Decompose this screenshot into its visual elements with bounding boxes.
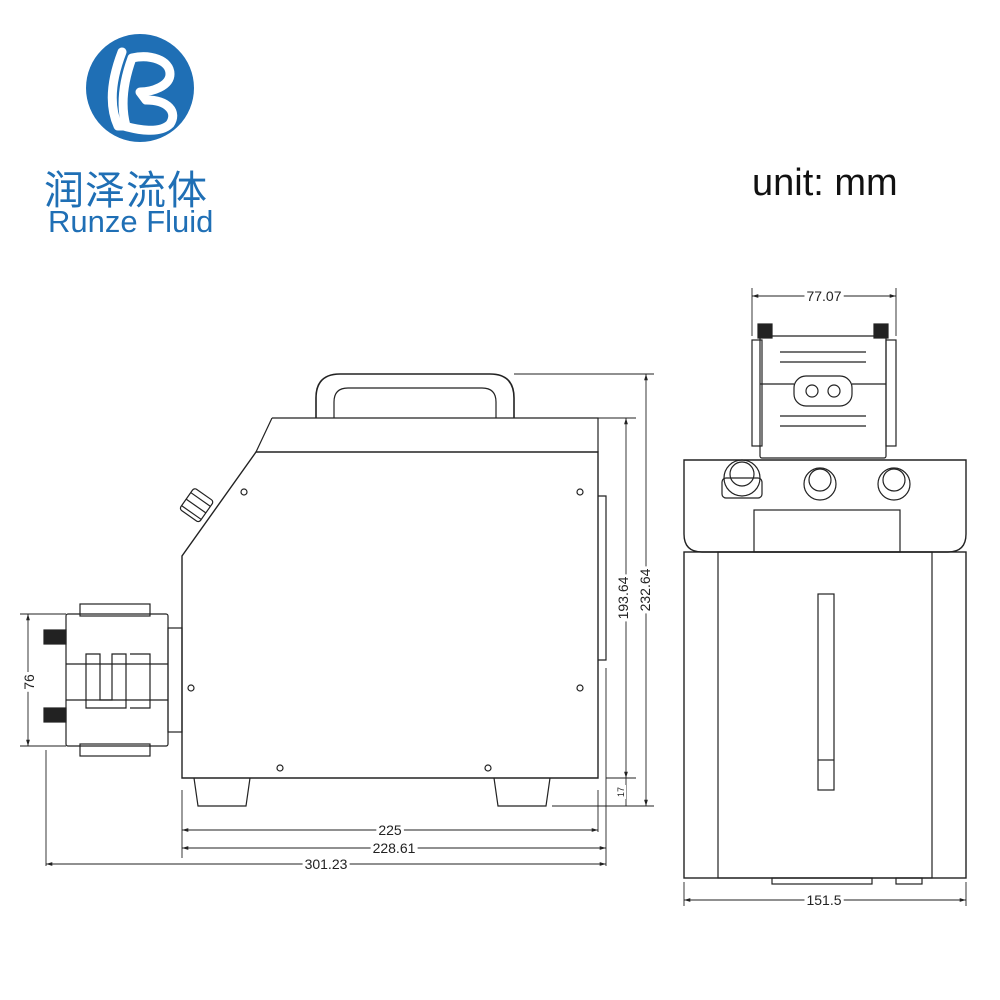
dimension-label-background — [804, 288, 844, 304]
dim-width-228-61: 228.61 — [373, 840, 416, 856]
brand-name-english: Runze Fluid — [48, 204, 214, 239]
front-view — [683, 323, 967, 885]
dim-height-232-64: 232.64 — [637, 568, 653, 611]
side-view-dimensions — [20, 373, 654, 866]
dim-width-225: 225 — [378, 822, 402, 838]
unit-label: unit: mm — [752, 162, 898, 204]
dim-foot-17: 17 — [616, 787, 626, 797]
dim-head-76: 76 — [21, 674, 37, 690]
brand-logo-icon — [86, 34, 194, 142]
dimension-label-background — [370, 840, 418, 856]
dim-height-193-64: 193.64 — [615, 576, 631, 619]
front-view-dimensions — [683, 288, 967, 906]
dimension-label-background — [804, 892, 844, 908]
dim-body-width-151-5: 151.5 — [806, 892, 841, 908]
dimension-label-background — [376, 822, 404, 838]
dimension-label-background — [302, 856, 350, 872]
brand-name-chinese: 润泽流体 — [44, 168, 208, 214]
dimension-label-background — [616, 784, 626, 800]
side-view — [43, 373, 607, 807]
dimension-label-background — [637, 566, 653, 614]
dimension-label-background — [615, 574, 631, 622]
dim-head-width-77-07: 77.07 — [806, 288, 841, 304]
dimension-label-background — [21, 672, 37, 692]
dim-width-301-23: 301.23 — [305, 856, 348, 872]
